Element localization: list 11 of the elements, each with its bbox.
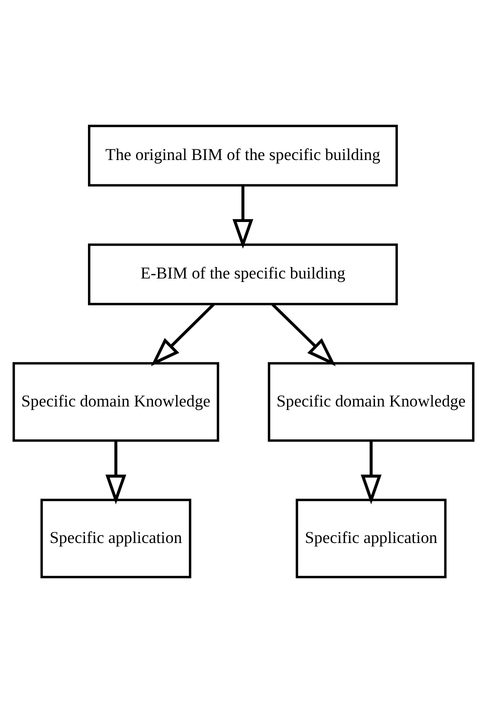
node-box: The original BIM of the specific building: [87, 124, 398, 186]
arrow: [150, 302, 214, 366]
arrow: [270, 302, 336, 366]
arrow: [360, 440, 382, 504]
arrow: [232, 185, 253, 248]
arrow: [104, 440, 126, 504]
node-box: Specific domain Knowledge: [267, 362, 474, 442]
node-box: Specific application: [295, 498, 446, 578]
node-box: Specific domain Knowledge: [12, 362, 219, 442]
node-box: Specific application: [40, 498, 191, 578]
node-box: E-BIM of the specific building: [87, 242, 398, 305]
